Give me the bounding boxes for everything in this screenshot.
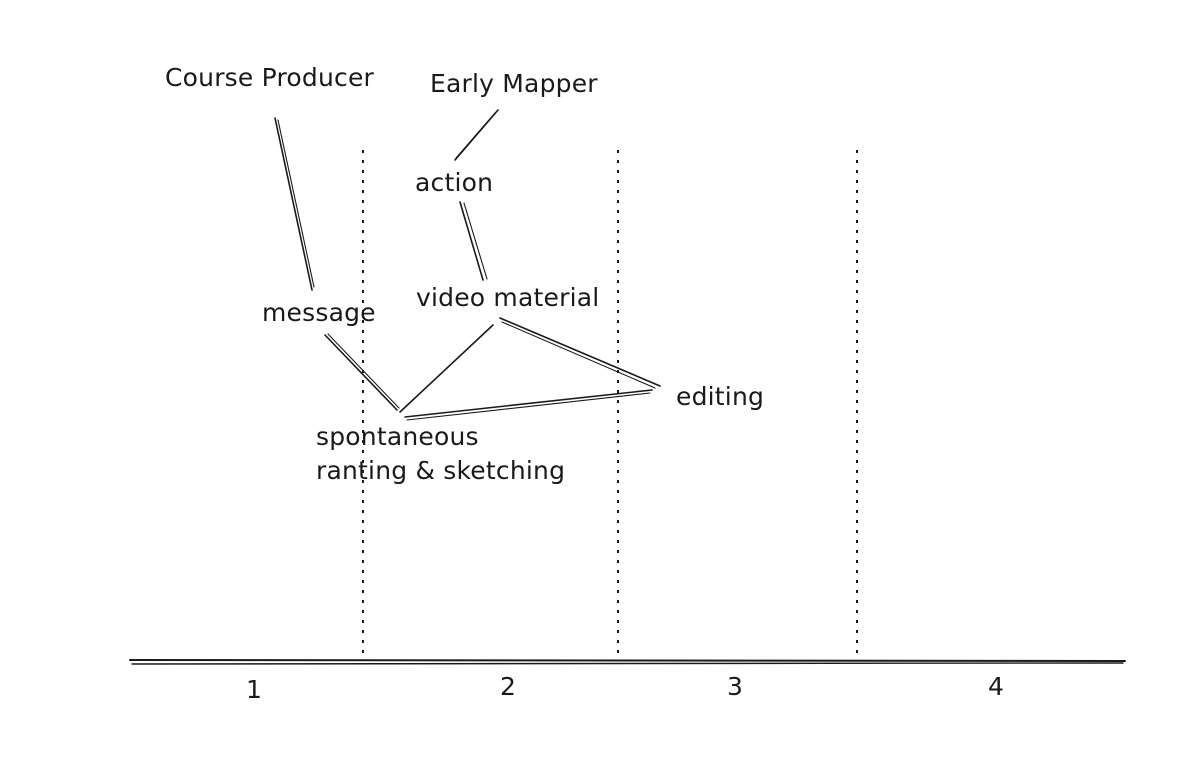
edge-early-mapper-action <box>454 109 499 161</box>
edge-action-video-material <box>459 201 488 281</box>
node-spontaneous-line2: ranting & sketching <box>316 456 566 485</box>
edge-video-material-editing <box>499 317 661 389</box>
edge-spontaneous-editing <box>404 389 653 421</box>
timeline-axis <box>129 659 1126 665</box>
timeline-axis-stroke-a <box>129 659 1126 662</box>
stage-label-4: 4 <box>988 672 1004 701</box>
node-video-material: video material <box>416 283 600 312</box>
stage-label-3: 3 <box>727 672 743 701</box>
node-action: action <box>415 168 494 197</box>
stage-separators <box>362 150 858 660</box>
node-message: message <box>262 298 376 327</box>
stage-label-1: 1 <box>246 675 262 704</box>
connectors <box>274 109 661 421</box>
node-editing: editing <box>676 382 765 411</box>
timeline-axis-stroke-b <box>131 662 1124 665</box>
node-course-producer: Course Producer <box>165 63 375 92</box>
node-early-mapper: Early Mapper <box>430 69 598 98</box>
node-spontaneous-line1: spontaneous <box>316 422 479 451</box>
edge-message-spontaneous <box>324 333 400 411</box>
edge-video-material-spontaneous <box>399 324 494 413</box>
edge-course-producer-message <box>274 117 315 291</box>
stage-label-2: 2 <box>500 672 516 701</box>
